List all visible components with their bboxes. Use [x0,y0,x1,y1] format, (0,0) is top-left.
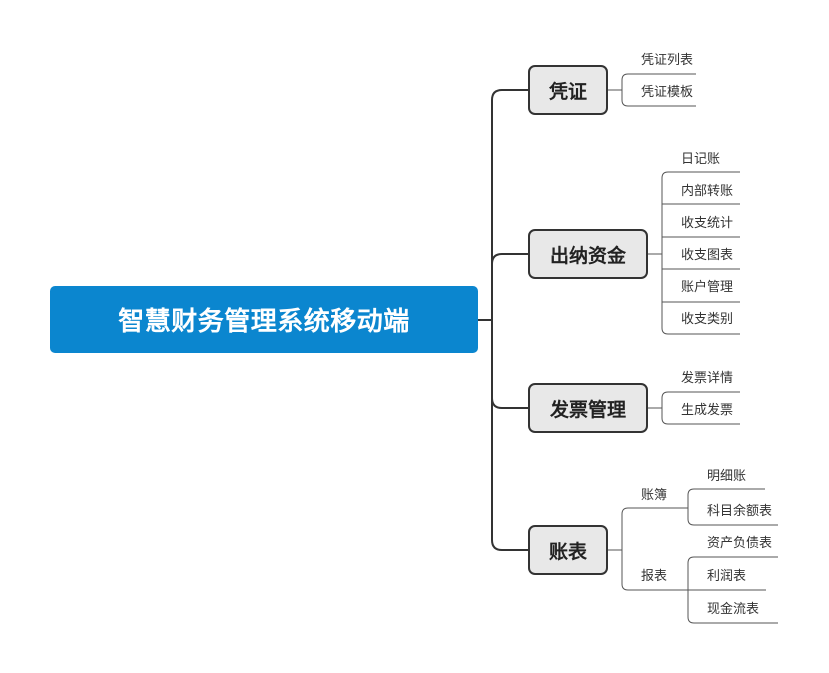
bracket-fp [661,391,740,425]
leaf-voucher-list[interactable]: 凭证列表 [641,53,694,68]
branch-cashier-funds[interactable]: 出纳资金 [528,229,648,279]
branch-ledgers-reports[interactable]: 账表 [528,525,608,575]
leaf-subject-balance[interactable]: 科目余额表 [707,504,773,519]
leaf-balance-sheet[interactable]: 资产负债表 [707,536,773,551]
bracket-zhangbu [687,488,778,526]
leaf-detail-ledger[interactable]: 明细账 [707,469,747,484]
group-account-books[interactable]: 账簿 [641,488,668,503]
branch-invoice-management[interactable]: 发票管理 [528,383,648,433]
leaf-income-expense-stats[interactable]: 收支统计 [681,216,734,231]
bracket-pz [621,73,696,107]
bracket-zb [621,507,688,591]
leaf-voucher-template[interactable]: 凭证模板 [641,85,694,100]
leaf-cash-flow[interactable]: 现金流表 [707,602,760,617]
leaf-journal[interactable]: 日记账 [681,152,721,167]
leaf-internal-transfer[interactable]: 内部转账 [681,184,734,199]
root-topic[interactable]: 智慧财务管理系统移动端 [50,286,478,353]
bracket-baobiao [687,556,778,624]
leaf-generate-invoice[interactable]: 生成发票 [681,403,734,418]
group-reports[interactable]: 报表 [641,569,668,584]
bracket-cn [661,171,740,335]
leaf-invoice-detail[interactable]: 发票详情 [681,371,734,386]
leaf-account-management[interactable]: 账户管理 [681,280,734,295]
leaf-income-expense-category[interactable]: 收支类别 [681,312,734,327]
leaf-profit-statement[interactable]: 利润表 [707,569,747,584]
trunk-line [491,89,528,551]
branch-voucher[interactable]: 凭证 [528,65,608,115]
leaf-income-expense-chart[interactable]: 收支图表 [681,248,734,263]
